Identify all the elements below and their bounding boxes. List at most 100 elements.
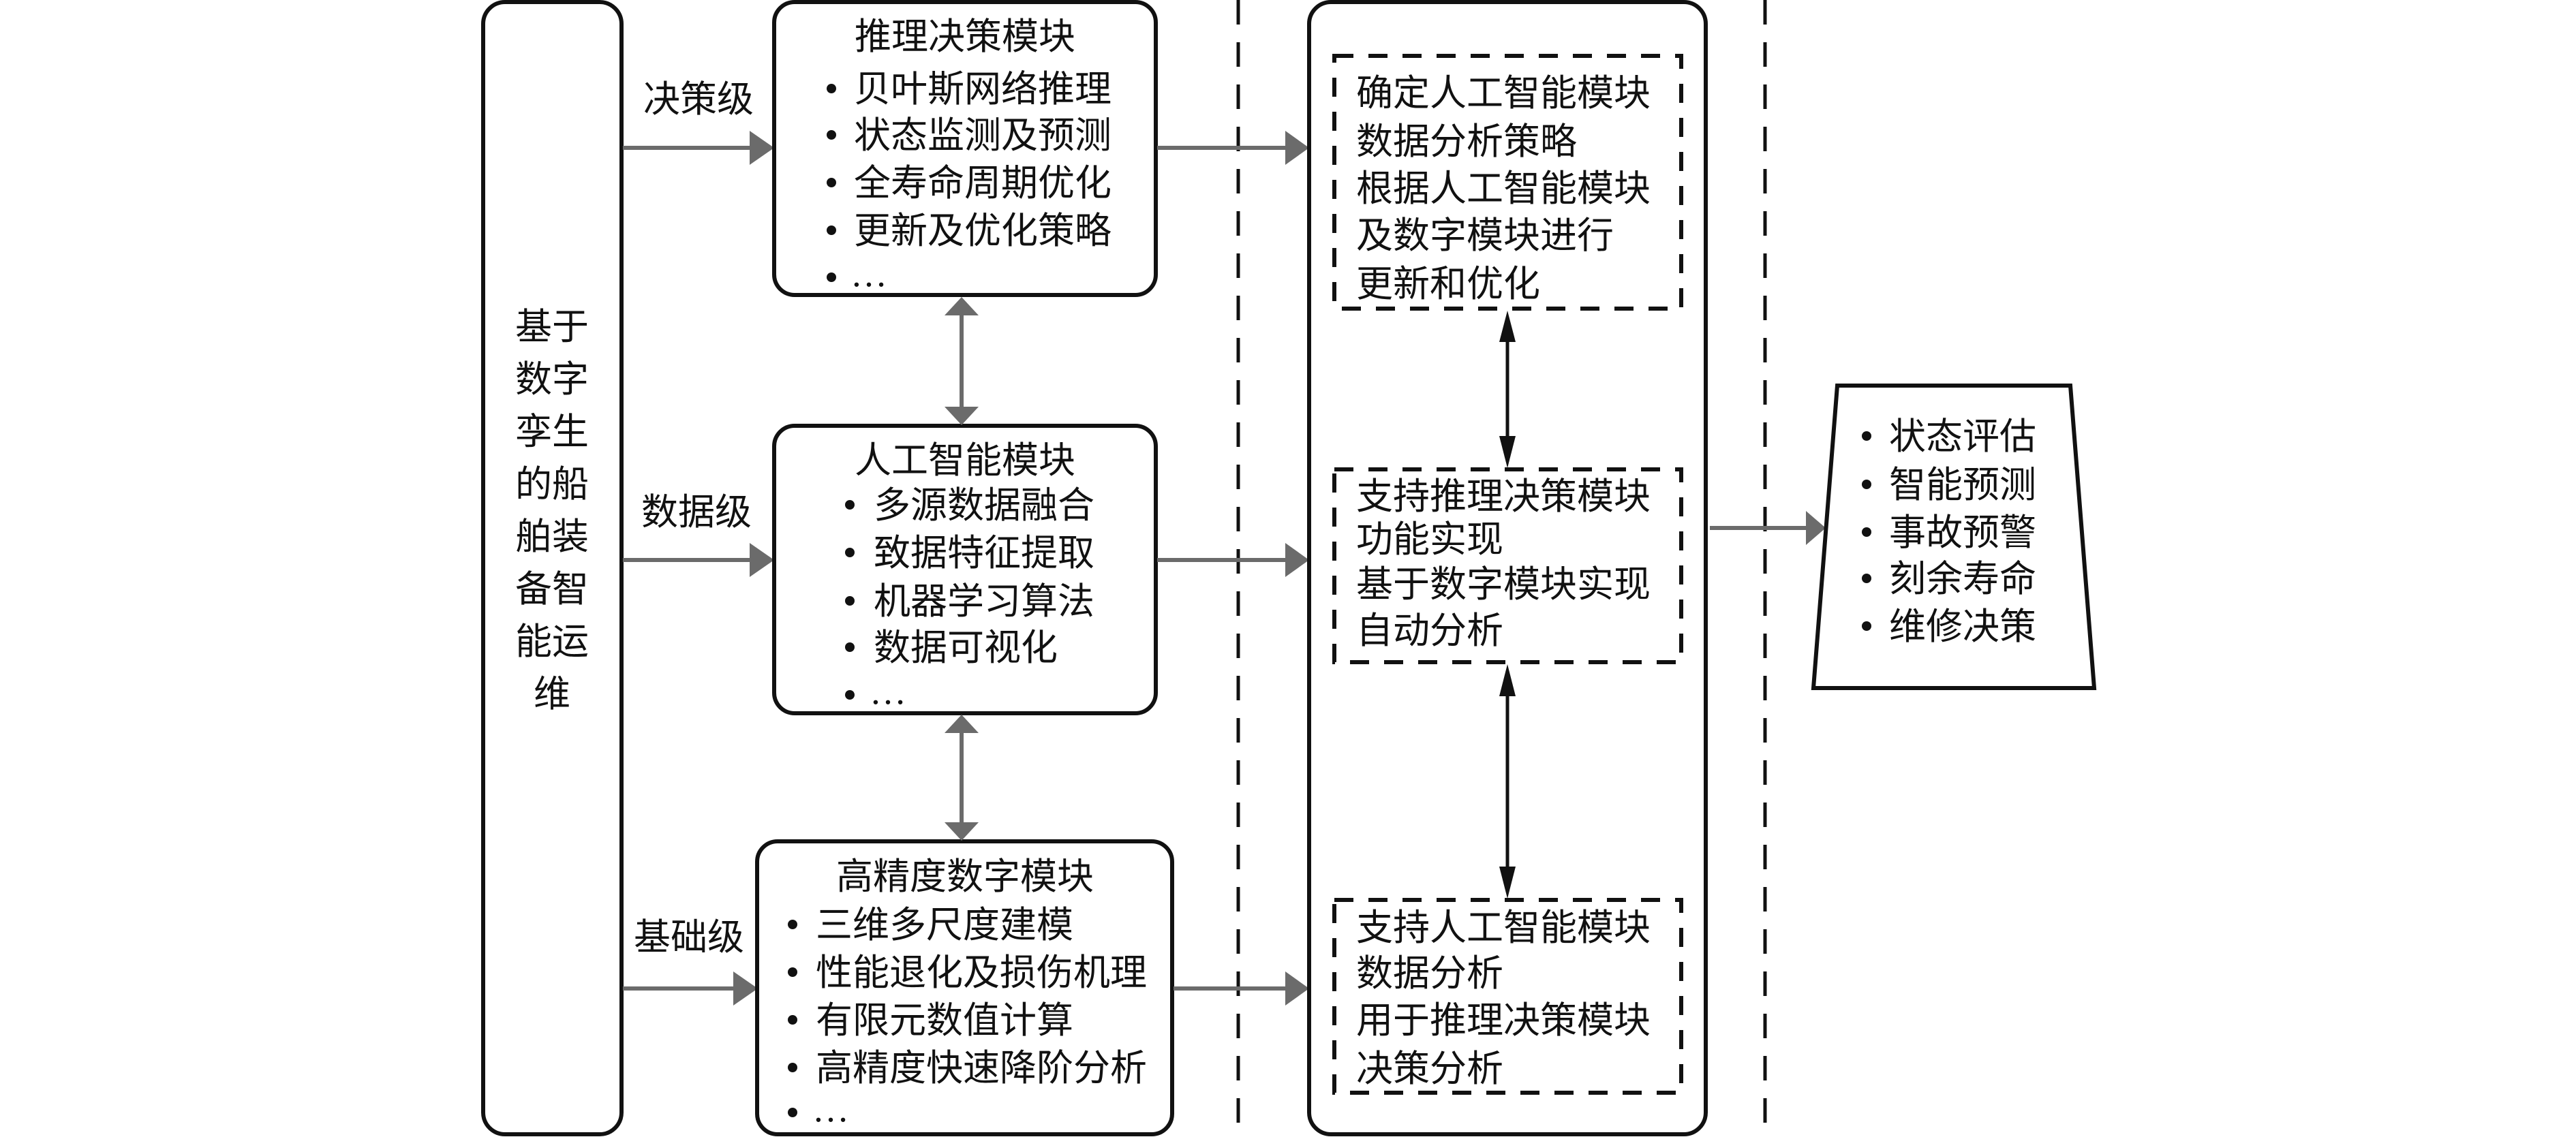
- bidirectional-arrow-decision-ai: [945, 297, 979, 425]
- list-item: …: [850, 253, 887, 294]
- left-panel: 基于 数字 孪生 的船 舶装 备智 能运 维: [481, 0, 624, 1136]
- list-item: 全寿命周期优化: [854, 163, 1111, 204]
- arrowhead-icon: [1285, 131, 1309, 165]
- function-panel: 确定人工智能模块 数据分析策略 根据人工智能模块 及数字模块进行 更新和优化 支…: [1307, 0, 1708, 1136]
- arrowhead-icon: [1285, 543, 1309, 577]
- bullet-icon: [845, 690, 855, 700]
- output-item: 智能预测: [1889, 465, 2036, 505]
- bullet-icon: [1862, 574, 1871, 583]
- module-decision-items: 贝叶斯网络推理 状态监测及预测 全寿命周期优化 更新及优化策略 …: [827, 69, 1111, 294]
- function-block-dashed-box: [1332, 898, 1683, 1095]
- arrow-left-to-ai-module: [623, 543, 774, 577]
- list-item: 数据可视化: [874, 627, 1058, 668]
- output-item: 刻余寿命: [1889, 559, 2036, 599]
- bidirectional-arrow-ai-digital: [945, 715, 979, 841]
- list-item: 致据特征提取: [874, 533, 1094, 574]
- list-item: …: [870, 671, 906, 712]
- module-decision: 推理决策模块 贝叶斯网络推理 状态监测及预测 全寿命周期优化 更新及优化策略 …: [772, 0, 1158, 297]
- function-text-line: 支持人工智能模块: [1356, 907, 1651, 948]
- bullet-icon: [788, 967, 797, 977]
- bullet-icon: [788, 1063, 797, 1072]
- module-digital: 高精度数字模块 三维多尺度建模 性能退化及损伤机理 有限元数值计算 高精度快速降…: [755, 839, 1174, 1136]
- list-item: 三维多尺度建模: [816, 905, 1073, 946]
- list-item: …: [812, 1089, 849, 1130]
- bullet-icon: [1862, 527, 1871, 537]
- function-block-ai: 支持推理决策模块 功能实现 基于数字模块实现 自动分析: [1332, 467, 1683, 664]
- bullet-icon: [845, 596, 855, 606]
- left-panel-title-line: 能运: [515, 621, 589, 662]
- module-ai-box: [772, 424, 1158, 715]
- left-panel-box: [481, 0, 624, 1136]
- function-text-line: 确定人工智能模块: [1356, 73, 1651, 114]
- bullet-icon: [788, 920, 797, 929]
- bullet-icon: [788, 1108, 797, 1117]
- arrowhead-up-icon: [945, 297, 979, 315]
- module-digital-box: [755, 839, 1174, 1136]
- output-item: 事故预警: [1889, 512, 2036, 553]
- left-panel-title: 基于 数字 孪生 的船 舶装 备智 能运 维: [515, 307, 589, 715]
- function-block-digital: 支持人工智能模块 数据分析 用于推理决策模块 决策分析: [1332, 898, 1683, 1095]
- function-text-line: 支持推理决策模块: [1356, 476, 1651, 517]
- function-text-line: 及数字模块进行: [1356, 215, 1614, 256]
- level-label-data: 数据级: [641, 492, 752, 533]
- bullet-icon: [788, 1015, 797, 1025]
- arrowhead-icon: [1806, 511, 1826, 545]
- arrowhead-icon: [750, 131, 774, 165]
- module-digital-items: 三维多尺度建模 性能退化及损伤机理 有限元数值计算 高精度快速降阶分析 …: [788, 905, 1147, 1130]
- output-item: 状态评估: [1889, 416, 2036, 457]
- arrow-functions-to-outputs: [1710, 511, 1826, 545]
- left-panel-title-line: 孪生: [515, 411, 589, 452]
- left-panel-title-line: 舶装: [515, 516, 589, 557]
- bullet-icon: [845, 500, 855, 510]
- list-item: 更新及优化策略: [854, 211, 1111, 251]
- function-text-line: 数据分析: [1356, 953, 1503, 994]
- list-item: 多源数据融合: [874, 485, 1094, 526]
- bidirectional-arrow-function-2-3: [1499, 664, 1516, 899]
- function-text-line: 用于推理决策模块: [1356, 1000, 1651, 1041]
- module-ai: 人工智能模块 多源数据融合 致据特征提取 机器学习算法 数据可视化 …: [772, 424, 1158, 715]
- left-panel-title-line: 维: [534, 674, 570, 715]
- bullet-icon: [827, 178, 836, 187]
- bullet-icon: [845, 642, 855, 652]
- left-panel-title-line: 备智: [515, 569, 589, 610]
- left-panel-title-line: 的船: [515, 464, 589, 505]
- function-text-line: 功能实现: [1356, 519, 1503, 560]
- function-block-decision: 确定人工智能模块 数据分析策略 根据人工智能模块 及数字模块进行 更新和优化: [1332, 54, 1683, 311]
- arrowhead-icon: [750, 543, 774, 577]
- module-ai-items: 多源数据融合 致据特征提取 机器学习算法 数据可视化 …: [845, 485, 1094, 712]
- function-block-dashed-box: [1332, 467, 1683, 664]
- list-item: 有限元数值计算: [816, 1000, 1073, 1041]
- function-text-line: 自动分析: [1356, 610, 1503, 651]
- arrowhead-icon: [1285, 971, 1309, 1006]
- bullet-icon: [845, 548, 855, 557]
- arrowhead-down-icon: [1499, 436, 1516, 468]
- bullet-icon: [1862, 480, 1871, 489]
- arrowhead-up-icon: [945, 715, 979, 733]
- arrowhead-down-icon: [945, 407, 979, 425]
- bullet-icon: [827, 272, 836, 282]
- bidirectional-arrow-function-1-2: [1499, 311, 1516, 468]
- bullet-icon: [827, 225, 836, 235]
- bullet-icon: [1862, 431, 1871, 441]
- function-text-line: 数据分析策略: [1356, 121, 1577, 162]
- list-item: 贝叶斯网络推理: [854, 69, 1111, 110]
- function-block-dashed-box: [1332, 54, 1683, 311]
- left-panel-title-line: 基于: [515, 307, 589, 347]
- outputs-panel: 状态评估 智能预测 事故预警 刻余寿命 维修决策: [1811, 384, 2097, 690]
- arrow-left-to-digital-module: [623, 971, 758, 1006]
- arrow-decision-to-functions: [1157, 131, 1309, 165]
- output-item: 维修决策: [1889, 606, 2036, 647]
- list-item: 高精度快速降阶分析: [816, 1048, 1147, 1089]
- function-text-line: 基于数字模块实现: [1356, 564, 1651, 605]
- arrowhead-icon: [733, 971, 758, 1006]
- arrow-ai-to-functions: [1157, 543, 1309, 577]
- module-digital-title: 高精度数字模块: [836, 856, 1094, 897]
- bullet-icon: [827, 130, 836, 140]
- left-panel-title-line: 数字: [515, 359, 589, 400]
- outputs-trapezoid: [1811, 384, 2097, 690]
- module-ai-title: 人工智能模块: [855, 440, 1075, 481]
- function-text-line: 更新和优化: [1356, 264, 1540, 305]
- function-text-line: 决策分析: [1356, 1048, 1503, 1089]
- arrow-left-to-decision-module: [623, 131, 774, 165]
